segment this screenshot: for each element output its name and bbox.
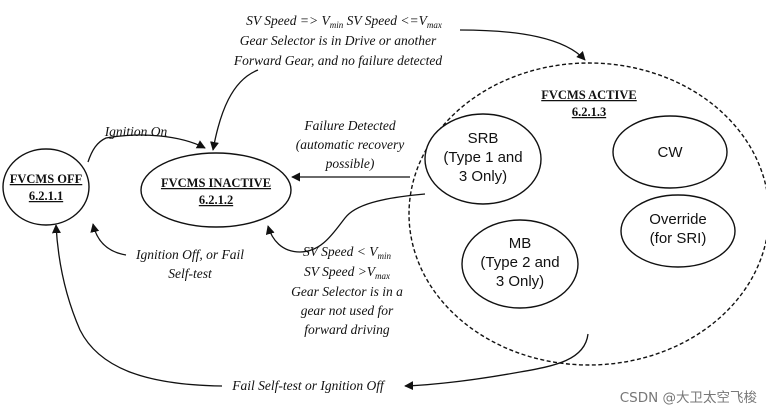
arrow-active-to-inactive-speed [265, 193, 426, 253]
ignition-off-line-2: Self-test [168, 266, 213, 281]
state-inactive-number: 6.2.1.2 [199, 193, 233, 207]
arrow-inactive-to-active [459, 29, 586, 61]
speed-out-line-1: SV Speed < Vmin [303, 244, 391, 261]
state-fvcms-off: FVCMS OFF 6.2.1.1 [2, 148, 90, 226]
label-ignition-on: Ignition On [104, 124, 168, 139]
srb-line-3: 3 Only) [459, 168, 507, 185]
state-inactive-name: FVCMS INACTIVE [161, 176, 271, 190]
state-fvcms-inactive: FVCMS INACTIVE 6.2.1.2 [140, 152, 292, 228]
substate-cw: CW [612, 115, 728, 189]
label-speed-out-of-range: SV Speed < Vmin SV Speed >Vmax Gear Sele… [291, 244, 403, 337]
failure-line-2: (automatic recovery [296, 137, 405, 152]
watermark: CSDN @大卫太空飞梭 [620, 390, 758, 406]
cw-label: CW [658, 144, 684, 161]
arrow-inactive-to-off [90, 223, 127, 256]
srb-line-2: (Type 1 and [443, 149, 522, 166]
arrow-condition-to-inactive [210, 69, 259, 151]
label-to-active: SV Speed => Vmin SV Speed <=Vmax Gear Se… [233, 13, 442, 68]
ignition-off-line-1: Ignition Off, or Fail [135, 247, 244, 262]
arrow-off-to-inactive [87, 134, 206, 163]
label-fail-selftest: Fail Self-test or Ignition Off [231, 378, 386, 393]
substate-mb: MB (Type 2 and 3 Only) [461, 219, 579, 309]
speed-out-line-3: Gear Selector is in a [291, 284, 403, 299]
mb-line-3: 3 Only) [496, 273, 544, 290]
speed-out-line-4: gear not used for [301, 303, 394, 318]
speed-out-line-5: forward driving [304, 322, 390, 337]
state-off-number: 6.2.1.1 [29, 189, 63, 203]
to-active-line-2: Gear Selector is in Drive or another [240, 33, 437, 48]
override-line-2: (for SRI) [650, 230, 707, 247]
failure-line-3: possible) [325, 156, 375, 171]
failure-line-1: Failure Detected [303, 118, 396, 133]
label-failure-detected: Failure Detected (automatic recovery pos… [296, 118, 405, 171]
override-line-1: Override [649, 211, 707, 228]
to-active-line-3: Forward Gear, and no failure detected [233, 53, 442, 68]
to-active-line-1: SV Speed => Vmin SV Speed <=Vmax [246, 13, 442, 30]
mb-line-1: MB [509, 235, 532, 252]
state-active-number: 6.2.1.3 [572, 105, 606, 119]
label-ignition-off-fail: Ignition Off, or Fail Self-test [135, 247, 244, 281]
substate-override: Override (for SRI) [620, 194, 736, 268]
substate-srb: SRB (Type 1 and 3 Only) [424, 113, 542, 205]
mb-line-2: (Type 2 and [480, 254, 559, 271]
srb-line-1: SRB [468, 130, 499, 147]
state-active-name: FVCMS ACTIVE [541, 88, 637, 102]
arrow-active-to-off [404, 333, 589, 391]
state-off-name: FVCMS OFF [10, 172, 83, 186]
arrow-selftest-to-off [51, 224, 223, 387]
speed-out-line-2: SV Speed >Vmax [304, 264, 390, 281]
